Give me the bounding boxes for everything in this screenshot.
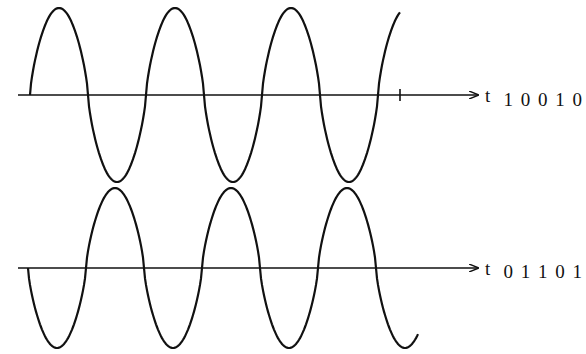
end-tick — [399, 89, 401, 101]
axis-label: t — [485, 259, 490, 278]
bit-sequence: 0 1 1 0 1 — [504, 262, 583, 281]
carrier-wave — [30, 8, 400, 182]
carrier-wave — [28, 188, 418, 348]
bit-sequence: 1 0 0 1 0 — [504, 90, 583, 109]
axis-label: t — [485, 86, 490, 105]
